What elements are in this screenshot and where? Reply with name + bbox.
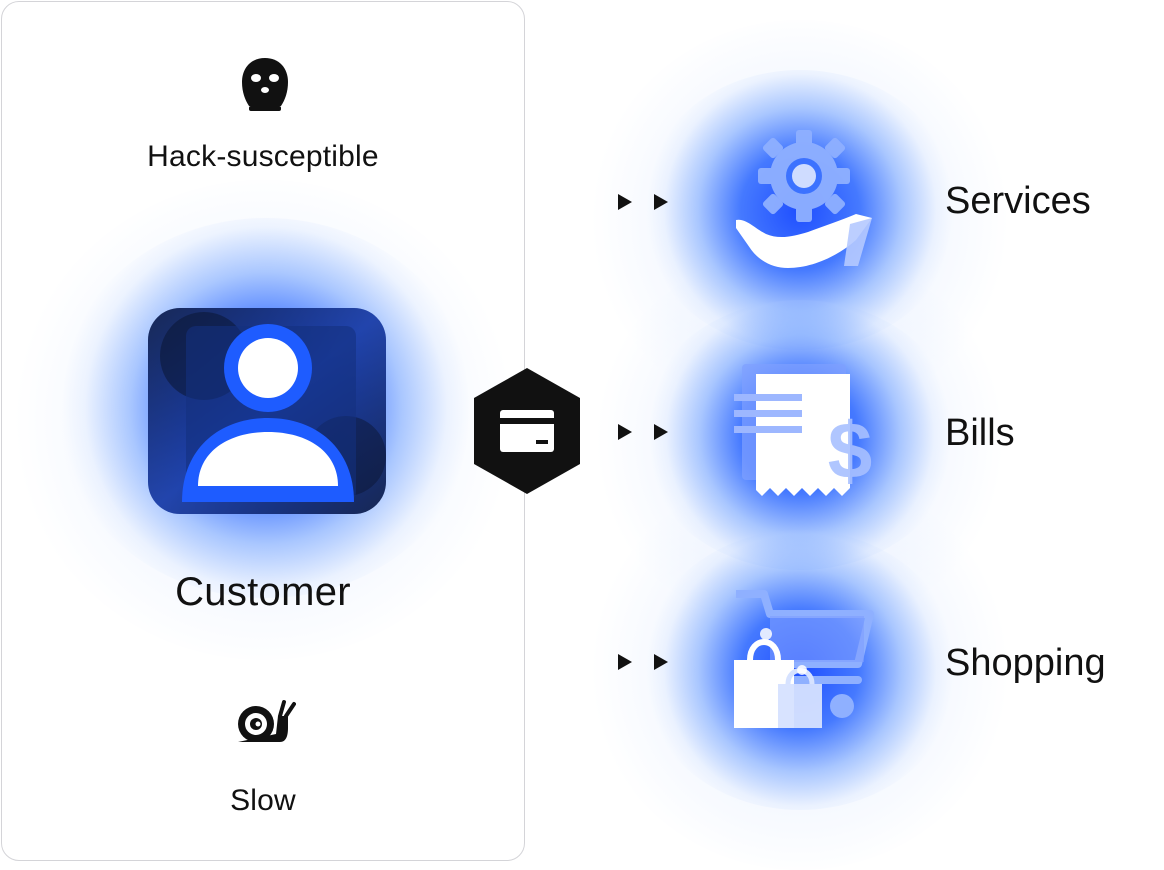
customer-icon (148, 308, 386, 514)
shopping-cart-bags-icon (734, 590, 874, 728)
hand-gear-icon (736, 130, 872, 268)
receipt-dollar-icon: $ (734, 364, 873, 496)
arrows-services (618, 194, 668, 210)
mask-icon (242, 58, 288, 111)
bills-label: Bills (945, 412, 1015, 454)
slow-label: Slow (230, 784, 296, 817)
services-label: Services (945, 180, 1091, 222)
arrows-shopping (618, 654, 668, 670)
arrows-bills (618, 424, 668, 440)
snail-icon (238, 700, 296, 742)
card-hexagon-icon (474, 368, 580, 494)
svg-text:$: $ (828, 406, 873, 495)
customer-label: Customer (175, 570, 351, 614)
shopping-label: Shopping (945, 642, 1106, 684)
hack-susceptible-label: Hack-susceptible (147, 140, 379, 173)
